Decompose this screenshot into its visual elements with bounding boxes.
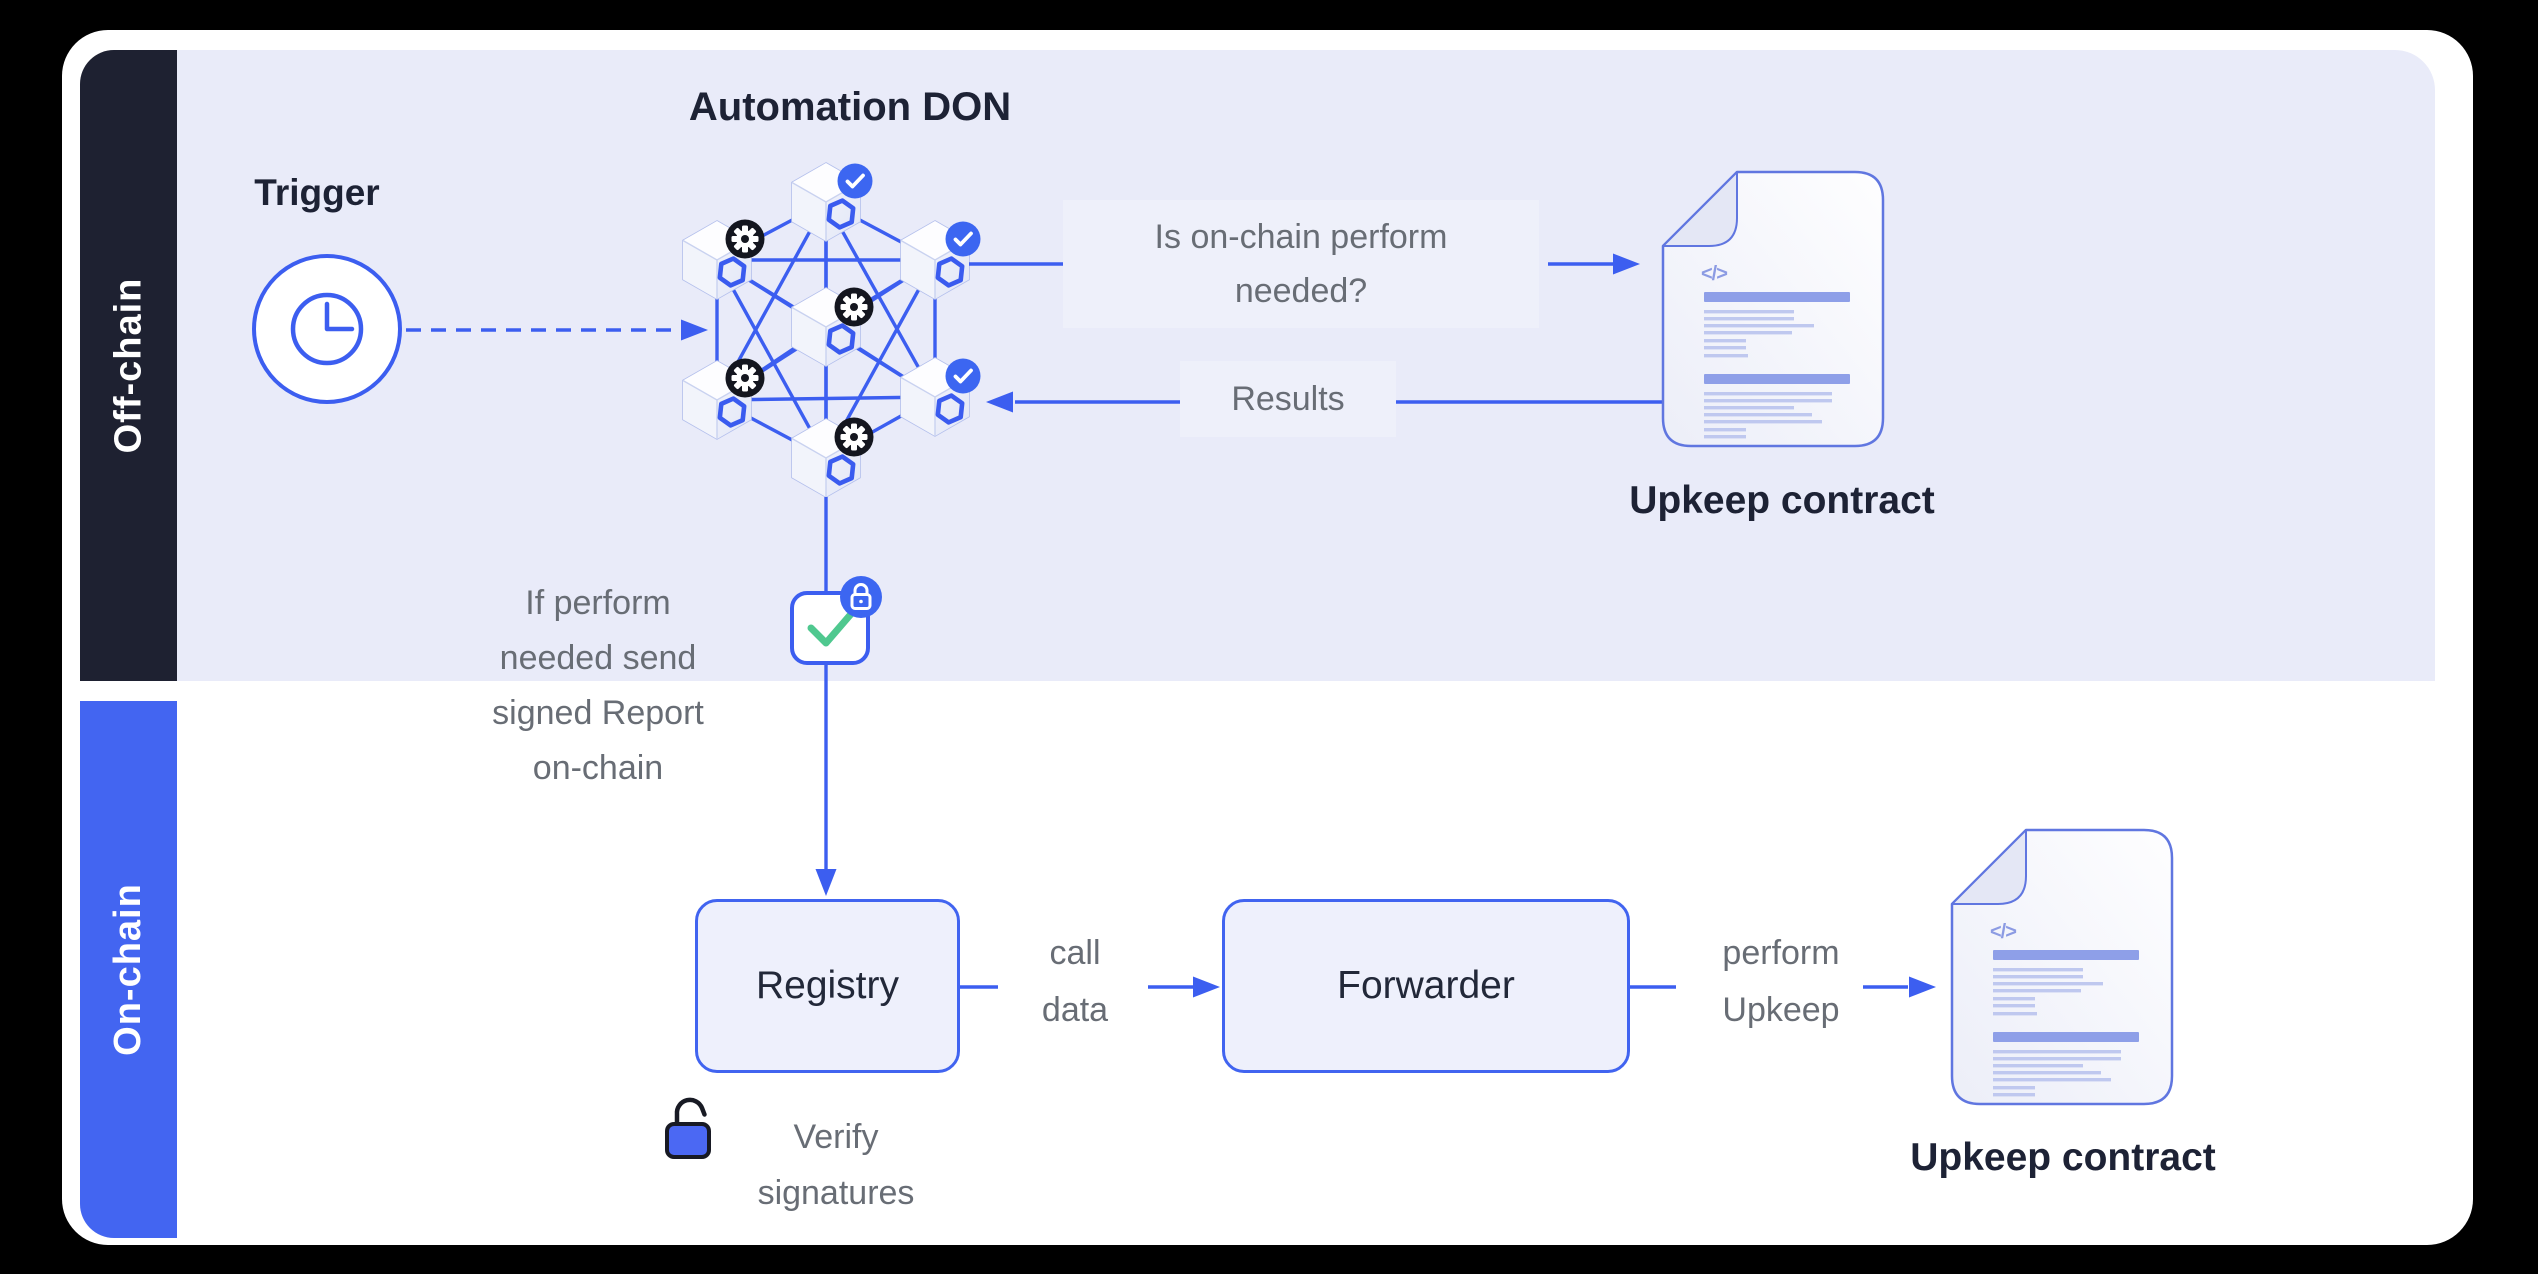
code-glyph-bottom: </> (1990, 921, 2017, 943)
report-note-line: needed send (499, 639, 697, 677)
question-line: Is on-chain perform (1154, 218, 1448, 256)
automation-don-title: Automation DON (688, 85, 1012, 129)
report-note-line: If perform (525, 584, 671, 622)
report-note: If perform needed send signed Report on-… (398, 576, 798, 796)
offchain-sidebar-label: Off-chain (107, 277, 149, 454)
verify-line: Verify (793, 1118, 879, 1156)
forwarder-label: Forwarder (1337, 964, 1515, 1007)
onchain-sidebar: On-chain (80, 701, 177, 1238)
onchain-sidebar-label: On-chain (107, 883, 149, 1056)
registry-label: Registry (755, 964, 900, 1007)
call-data-line: data (1041, 991, 1109, 1029)
offchain-sidebar: Off-chain (80, 50, 177, 681)
call-data-line: call (1049, 934, 1101, 972)
registry-box: Registry (695, 899, 960, 1073)
forwarder-box: Forwarder (1222, 899, 1630, 1073)
question-label: Is on-chain perform needed? (1063, 200, 1539, 328)
question-line: needed? (1234, 272, 1368, 310)
trigger-label: Trigger (254, 172, 380, 213)
code-glyph-top: </> (1701, 263, 1728, 285)
upkeep-contract-title-offchain: Upkeep contract (1629, 479, 1935, 522)
call-data-label: call data (1042, 925, 1108, 1039)
perform-upkeep-label: perform Upkeep (1722, 925, 1839, 1039)
report-note-line: signed Report (492, 694, 704, 732)
results-label: Results (1180, 361, 1396, 437)
perform-upkeep-line: perform (1722, 934, 1840, 972)
verify-signatures-label: Verify signatures (758, 1109, 915, 1221)
upkeep-contract-title-onchain: Upkeep contract (1910, 1136, 2216, 1179)
perform-upkeep-line: Upkeep (1722, 991, 1840, 1029)
report-note-line: on-chain (532, 749, 664, 787)
verify-line: signatures (757, 1174, 915, 1212)
